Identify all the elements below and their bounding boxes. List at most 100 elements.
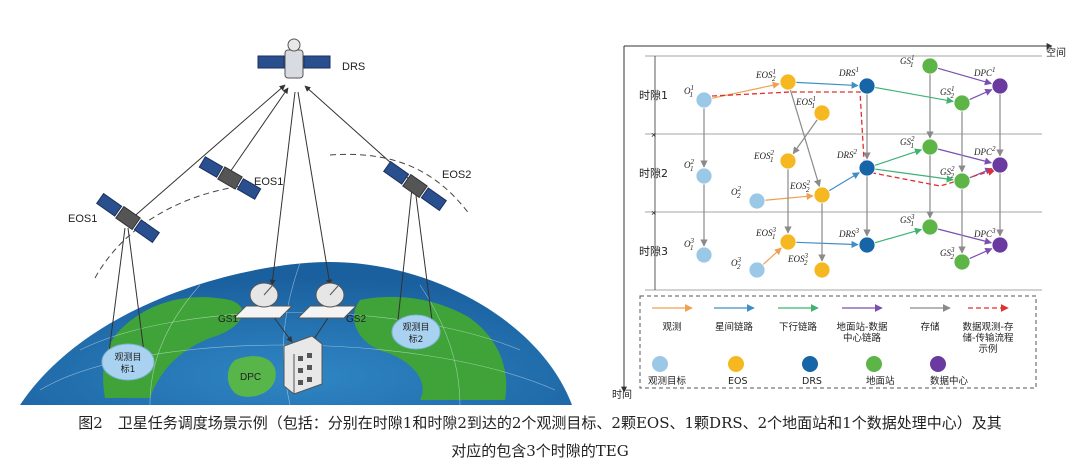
satellite-scene: DRS EOS1 EOS1 EOS2 GS1 bbox=[20, 38, 572, 406]
drs-satellite-icon bbox=[257, 38, 331, 79]
teg-node-eos bbox=[813, 261, 831, 279]
teg-node-label-base: GS bbox=[900, 137, 911, 147]
earth-land bbox=[227, 356, 276, 397]
dpc-building-icon bbox=[283, 335, 323, 395]
teg-edge-down bbox=[874, 86, 954, 104]
target2-label-line1: 观测目 bbox=[402, 322, 429, 333]
earth-land bbox=[354, 296, 507, 400]
teg-edge-obs bbox=[762, 247, 782, 266]
teg-node-label-sub: 2 bbox=[951, 253, 955, 261]
teg-node-dc bbox=[991, 77, 1009, 95]
teg-node-label-base: GS bbox=[940, 87, 951, 97]
teg-edge-isl bbox=[795, 81, 859, 89]
link-line bbox=[229, 87, 289, 173]
teg-node-label-sub: 1 bbox=[689, 91, 693, 99]
teg-node-label-sup: 2 bbox=[951, 165, 955, 173]
teg-node-label: DPC1 bbox=[973, 66, 996, 78]
caption-line-2: 对应的包含3个时隙的TEG bbox=[451, 442, 629, 460]
legend-node-label: 观测目标 bbox=[648, 375, 687, 387]
teg-node-label-sub: 2 bbox=[772, 75, 776, 83]
teg-node-target bbox=[748, 261, 766, 279]
legend-node-gs bbox=[866, 356, 882, 372]
teg-node-label: DRS2 bbox=[836, 148, 858, 160]
observation-target-1: 观测目 标1 bbox=[101, 343, 155, 381]
teg-node-label: DRS1 bbox=[838, 66, 859, 78]
teg-edge-store bbox=[792, 119, 818, 155]
link-line bbox=[297, 91, 333, 286]
earth-grid bbox=[79, 312, 521, 351]
teg-node-gs bbox=[921, 218, 939, 236]
legend-line-label: 存储 bbox=[920, 321, 940, 333]
orbit-path bbox=[94, 184, 251, 279]
teg-edge-gdc bbox=[969, 248, 993, 260]
teg-node-label: DPC2 bbox=[973, 145, 996, 157]
teg-node-label-sub: 1 bbox=[811, 102, 815, 110]
teg-node-drs bbox=[858, 159, 876, 177]
teg-node-label-base: DRS bbox=[836, 150, 854, 160]
gs1-label: GS1 bbox=[218, 314, 238, 325]
teg-node-label-sup: 1 bbox=[813, 95, 816, 103]
teg-node-eos bbox=[779, 152, 797, 170]
teg-node-label-sub: 1 bbox=[911, 142, 915, 150]
teg-edge-gdc bbox=[937, 148, 992, 165]
teg-node-gs bbox=[953, 94, 971, 112]
teg-node-gs bbox=[953, 253, 971, 271]
gs2-dish-icon bbox=[296, 282, 358, 319]
legend-line-label: 储-传输流程 bbox=[963, 332, 1014, 344]
teg-flow-path bbox=[711, 91, 996, 187]
legend-line-label: 星间链路 bbox=[715, 321, 754, 333]
teg-node-label-base: EOS bbox=[795, 97, 813, 107]
eos2-satellite-icon bbox=[383, 160, 447, 212]
earth-grid bbox=[39, 344, 556, 391]
legend-line-label: 下行链路 bbox=[779, 321, 818, 333]
teg-node-label-base: EOS bbox=[789, 181, 807, 191]
teg-node-label-base: O bbox=[731, 258, 738, 268]
gs2-label: GS2 bbox=[346, 314, 366, 325]
eos1-satellite-icon bbox=[96, 192, 160, 244]
drs-label: DRS bbox=[342, 61, 365, 73]
slot-tick: × bbox=[651, 208, 656, 218]
teg-node-label-base: DRS bbox=[838, 68, 856, 78]
teg-edge-obs bbox=[711, 81, 780, 99]
teg-node-label-sub: 2 bbox=[737, 192, 741, 200]
legend-node-label: EOS bbox=[728, 376, 748, 387]
teg-edges bbox=[700, 67, 1004, 266]
teg-node-label-sub: 1 bbox=[690, 244, 694, 252]
teg-node-label-base: DPC bbox=[973, 68, 993, 78]
teg-node-label-sup: 2 bbox=[992, 145, 996, 153]
teg-node-label-sup: 3 bbox=[855, 227, 860, 235]
teg-node-label-sup: 2 bbox=[738, 185, 742, 193]
observation-line bbox=[414, 187, 433, 321]
teg-node-target bbox=[748, 192, 766, 210]
teg-flow-line bbox=[711, 91, 996, 187]
axis-time-label: 时间 bbox=[612, 388, 632, 401]
legend-line-label: 观测 bbox=[662, 322, 681, 333]
teg-edge-isl bbox=[795, 240, 859, 249]
slot-label-1: 时隙1 bbox=[639, 88, 668, 102]
teg-node-label-base: EOS bbox=[753, 151, 771, 161]
teg-node-label-sub: 1 bbox=[770, 156, 774, 164]
observation-line bbox=[397, 187, 413, 321]
teg-node-label-sup: 1 bbox=[951, 85, 955, 93]
legend-node-eos bbox=[728, 356, 744, 372]
teg-node-drs bbox=[858, 77, 876, 95]
teg-node-label-sup: 3 bbox=[910, 213, 915, 221]
teg-node-label-base: O bbox=[684, 86, 691, 96]
teg-node-label: DRS3 bbox=[838, 227, 860, 239]
teg-node-target bbox=[695, 246, 713, 264]
teg-node-label-sub: 1 bbox=[910, 61, 914, 69]
teg-edge-down bbox=[874, 168, 954, 183]
legend-node-label: 地面站 bbox=[866, 375, 895, 387]
earth-grid bbox=[283, 262, 301, 406]
teg-node-label-base: O bbox=[731, 187, 738, 197]
